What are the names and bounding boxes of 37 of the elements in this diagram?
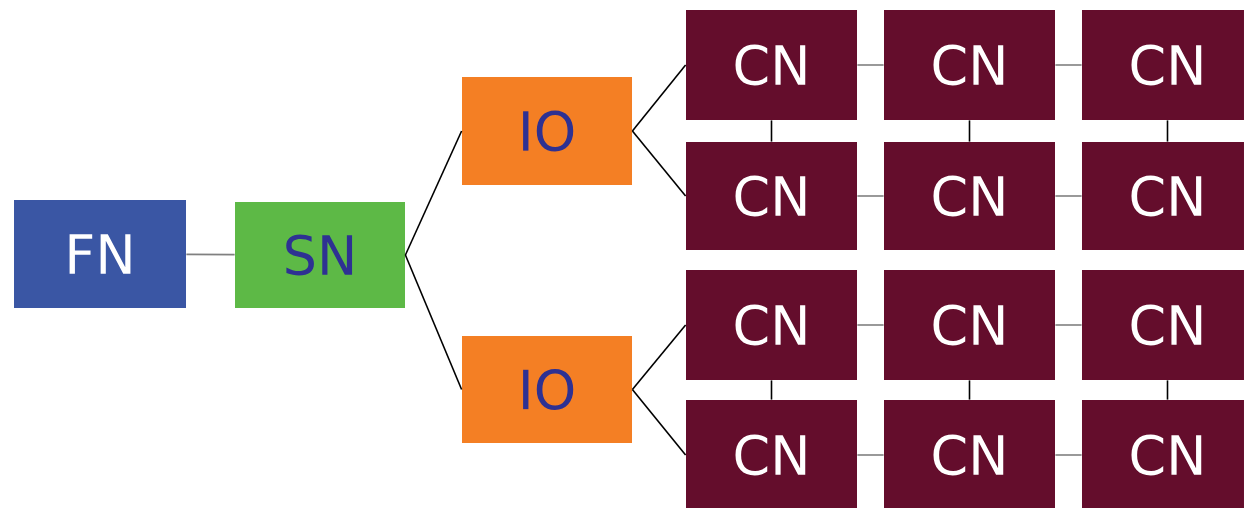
cn-box: CN [884, 270, 1055, 380]
cn-box: CN [686, 400, 857, 508]
cn-box: CN [884, 142, 1055, 250]
connector-line [856, 324, 885, 326]
sn-box: SN [235, 202, 405, 308]
cn-box: CN [884, 400, 1055, 508]
fn-box: FN [14, 200, 186, 308]
io-box: IO [462, 77, 632, 185]
io-box: IO [462, 336, 632, 443]
connector-line [185, 253, 236, 256]
connector-line [631, 388, 687, 456]
connector-line [968, 379, 971, 401]
cn-box: CN [686, 270, 857, 380]
connector-line [856, 454, 885, 456]
connector-line [631, 324, 687, 391]
cn-box: CN [1082, 270, 1244, 380]
cn-box: CN [1082, 10, 1244, 120]
cn-box: CN [884, 10, 1055, 120]
connector-line [1054, 195, 1083, 197]
connector-line [856, 195, 885, 197]
connector-line [631, 130, 687, 197]
connector-line [1054, 454, 1083, 456]
connector-line [1166, 379, 1169, 401]
connector-line [404, 254, 463, 391]
connector-line [631, 64, 687, 132]
connector-line [1054, 324, 1083, 326]
connector-line [968, 119, 971, 143]
connector-line [770, 379, 773, 401]
cn-box: CN [686, 142, 857, 250]
connector-line [770, 119, 773, 143]
connector-line [1054, 64, 1083, 66]
connector-line [404, 130, 463, 256]
cn-box: CN [686, 10, 857, 120]
cn-box: CN [1082, 142, 1244, 250]
cn-box: CN [1082, 400, 1244, 508]
connector-line [1166, 119, 1169, 143]
connector-line [856, 64, 885, 66]
